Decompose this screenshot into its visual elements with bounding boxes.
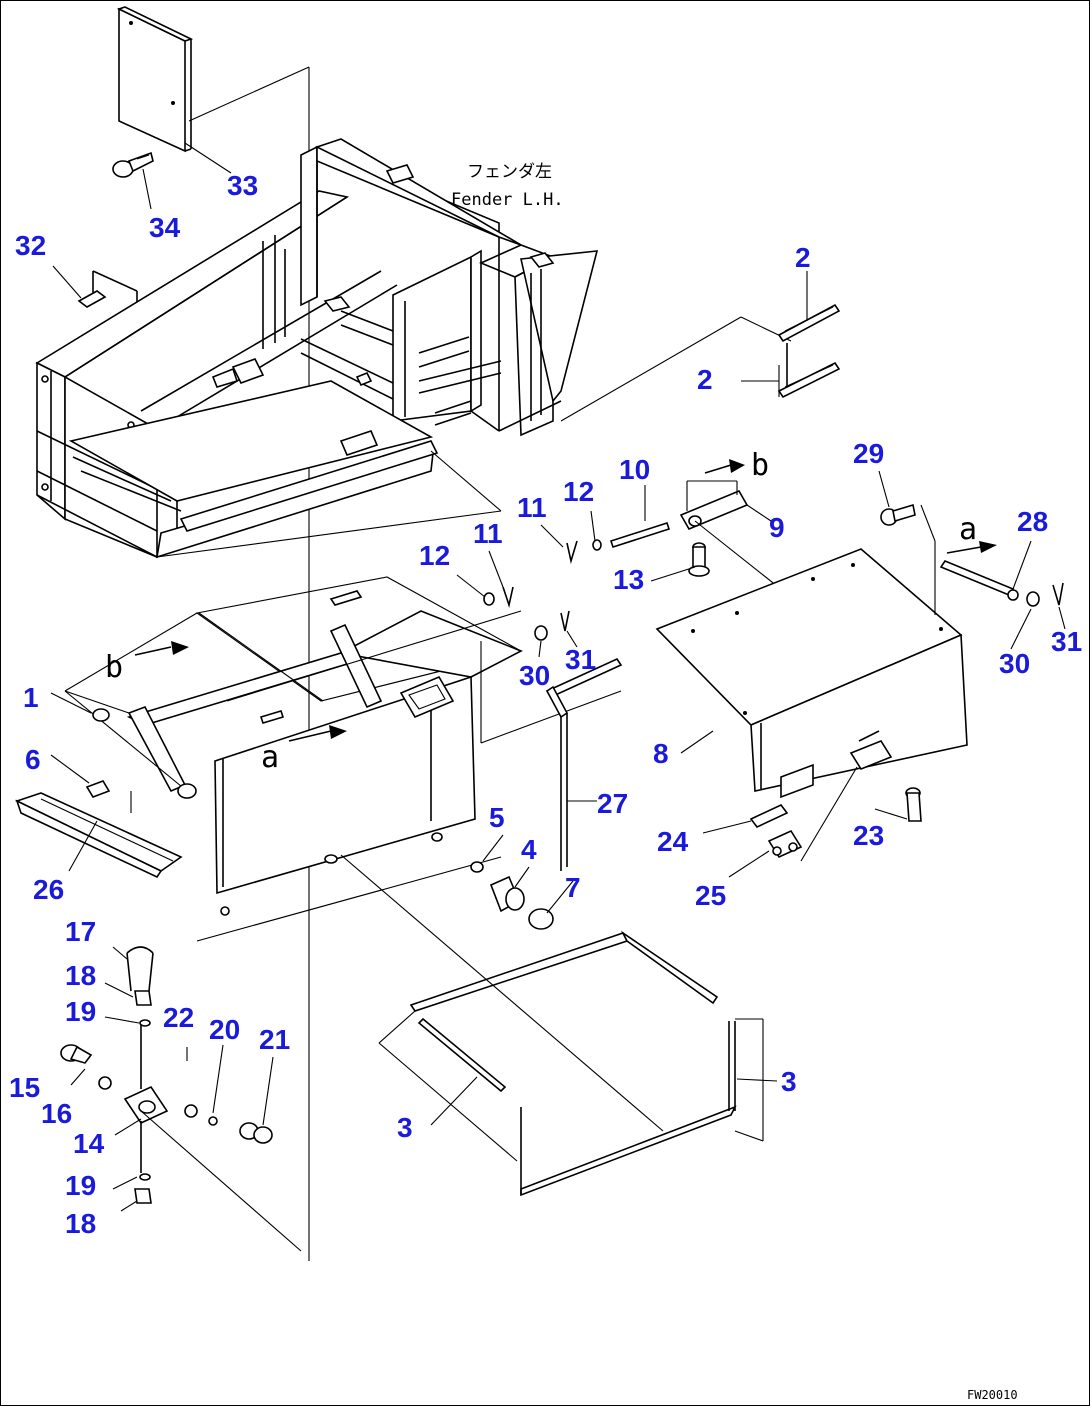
arrow-b-left bbox=[134, 641, 189, 656]
part-num-16[interactable]: 16 bbox=[41, 1098, 72, 1129]
bolt-23 bbox=[905, 787, 922, 822]
bolt-29 bbox=[880, 503, 916, 526]
part-num-11b[interactable]: 11 bbox=[473, 518, 503, 549]
arrow-a-left bbox=[288, 725, 347, 742]
pin-2 bbox=[741, 271, 841, 399]
cover-plate-33 bbox=[116, 6, 310, 174]
washer-30-right bbox=[1026, 591, 1040, 607]
part-num-11a[interactable]: 11 bbox=[517, 492, 547, 523]
part-num-24[interactable]: 24 bbox=[657, 826, 689, 857]
part-num-17[interactable]: 17 bbox=[65, 916, 96, 947]
cover-panel-8 bbox=[655, 504, 968, 862]
part-num-13[interactable]: 13 bbox=[613, 564, 644, 595]
tray-3 bbox=[340, 854, 778, 1197]
fender-label-en: Fender L.H. bbox=[451, 190, 564, 210]
part-num-25[interactable]: 25 bbox=[695, 880, 726, 911]
part-num-32[interactable]: 32 bbox=[15, 230, 46, 261]
callout-a-left: a bbox=[261, 740, 279, 775]
bracket-24 bbox=[749, 804, 789, 828]
part-num-33[interactable]: 33 bbox=[227, 170, 258, 201]
part-num-26[interactable]: 26 bbox=[33, 874, 64, 905]
part-num-29[interactable]: 29 bbox=[853, 438, 884, 469]
part-num-8[interactable]: 8 bbox=[653, 738, 669, 769]
part-number-labels: 1 2 2 3 3 4 5 6 7 8 9 10 11 11 12 12 13 … bbox=[9, 170, 1082, 1239]
arrow-b-right bbox=[704, 459, 745, 474]
callout-b-right: b bbox=[751, 448, 769, 483]
part-num-12a[interactable]: 12 bbox=[419, 540, 450, 571]
part-num-1[interactable]: 1 bbox=[23, 682, 39, 713]
part-num-6[interactable]: 6 bbox=[25, 744, 41, 775]
part-num-31a[interactable]: 31 bbox=[565, 644, 596, 675]
washer-4 bbox=[489, 875, 525, 913]
pin-11-left bbox=[502, 540, 578, 608]
callout-b-left: b bbox=[105, 650, 123, 685]
latch-assembly bbox=[60, 946, 302, 1252]
part-num-14[interactable]: 14 bbox=[73, 1128, 105, 1159]
part-num-4[interactable]: 4 bbox=[521, 834, 537, 865]
part-num-3b[interactable]: 3 bbox=[397, 1112, 413, 1143]
part-num-19a[interactable]: 19 bbox=[65, 996, 96, 1027]
part-num-3a[interactable]: 3 bbox=[781, 1066, 797, 1097]
rod-27 bbox=[545, 657, 623, 871]
part-num-27[interactable]: 27 bbox=[597, 788, 628, 819]
part-num-15[interactable]: 15 bbox=[9, 1072, 40, 1103]
part-num-7[interactable]: 7 bbox=[565, 872, 581, 903]
part-num-18b[interactable]: 18 bbox=[65, 1208, 96, 1239]
part-num-22[interactable]: 22 bbox=[163, 1002, 194, 1033]
drawing-code: FW20010 bbox=[967, 1388, 1018, 1402]
fender-frame bbox=[35, 67, 792, 1261]
cover-panel-1 bbox=[64, 576, 622, 942]
part-num-9[interactable]: 9 bbox=[769, 512, 785, 543]
part-num-2b[interactable]: 2 bbox=[697, 364, 713, 395]
part-num-21[interactable]: 21 bbox=[259, 1024, 290, 1055]
arrow-a-right bbox=[946, 541, 997, 554]
part-num-18a[interactable]: 18 bbox=[65, 960, 96, 991]
pin-28 bbox=[939, 560, 1019, 601]
part-num-30b[interactable]: 30 bbox=[999, 648, 1030, 679]
part-num-5[interactable]: 5 bbox=[489, 802, 505, 833]
nut-5 bbox=[470, 861, 484, 873]
part-num-20[interactable]: 20 bbox=[209, 1014, 240, 1045]
bolt-34 bbox=[112, 151, 154, 210]
leader-lines bbox=[50, 470, 1066, 1126]
rod-10 bbox=[609, 521, 671, 549]
washer-30-left bbox=[534, 625, 548, 641]
latch-25 bbox=[767, 829, 803, 859]
part-num-30a[interactable]: 30 bbox=[519, 660, 550, 691]
callout-a-right: a bbox=[959, 512, 977, 547]
part-num-12b[interactable]: 12 bbox=[563, 476, 594, 507]
part-num-10[interactable]: 10 bbox=[619, 454, 650, 485]
clip-32 bbox=[52, 265, 138, 311]
part-num-19b[interactable]: 19 bbox=[65, 1170, 96, 1201]
part-num-2a[interactable]: 2 bbox=[795, 242, 811, 273]
cap-7 bbox=[528, 908, 554, 930]
part-num-28[interactable]: 28 bbox=[1017, 506, 1048, 537]
part-num-34[interactable]: 34 bbox=[149, 212, 181, 243]
bolt-13 bbox=[688, 542, 710, 577]
pin-31-right bbox=[1052, 582, 1064, 606]
washer-12-left bbox=[483, 539, 602, 606]
bracket-26 bbox=[14, 780, 183, 879]
pin-31-left bbox=[560, 610, 570, 632]
part-num-23[interactable]: 23 bbox=[853, 820, 884, 851]
part-num-31b[interactable]: 31 bbox=[1051, 626, 1082, 657]
fender-label-jp: フェンダ左 bbox=[467, 162, 552, 182]
